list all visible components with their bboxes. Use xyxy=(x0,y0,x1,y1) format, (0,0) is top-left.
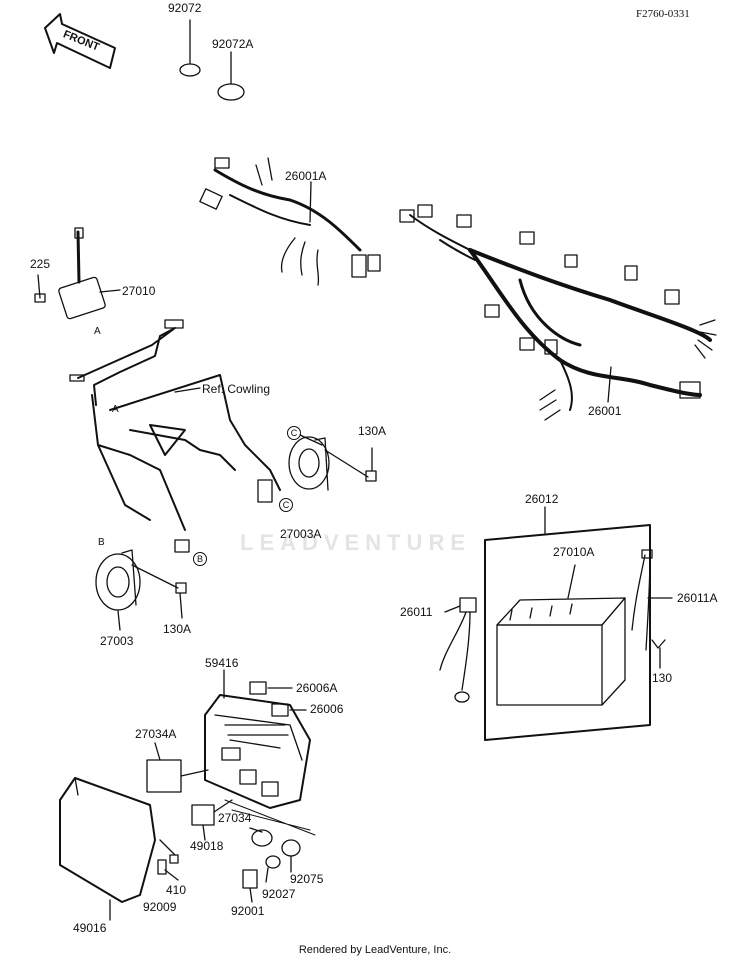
part-26011A[interactable]: 26011A xyxy=(677,591,718,605)
part-26011[interactable]: 26011 xyxy=(400,605,433,619)
ref-letter-b1: B xyxy=(98,537,105,548)
part-27034[interactable]: 27034 xyxy=(218,811,252,825)
part-27003[interactable]: 27003 xyxy=(100,634,134,648)
cover-49016 xyxy=(59,777,179,921)
part-49016[interactable]: 49016 xyxy=(73,921,107,935)
part-92027[interactable]: 92027 xyxy=(262,887,296,901)
part-26006A[interactable]: 26006A xyxy=(296,681,338,695)
part-27010A[interactable]: 27010A xyxy=(553,545,595,559)
main-harness-26001 xyxy=(399,204,717,421)
horn-27003A xyxy=(288,434,377,491)
circlip-92072 xyxy=(179,19,201,77)
part-27010[interactable]: 27010 xyxy=(122,284,156,298)
footer-credit: Rendered by LeadVenture, Inc. xyxy=(298,944,452,956)
ref-letter-c2: C xyxy=(279,498,293,512)
battery-frame-26012 xyxy=(484,506,651,741)
part-59416[interactable]: 59416 xyxy=(205,656,239,670)
part-26012[interactable]: 26012 xyxy=(525,492,559,506)
part-92075[interactable]: 92075 xyxy=(290,872,324,886)
relay-27034 xyxy=(249,827,273,847)
figure-id: F2760-0331 xyxy=(636,8,690,20)
ref-letter-b2: B xyxy=(193,552,207,566)
part-225[interactable]: 225 xyxy=(30,257,51,271)
part-130A-bottom[interactable]: 130A xyxy=(163,622,192,636)
ref-letter-c1: C xyxy=(287,426,301,440)
part-92072[interactable]: 92072 xyxy=(168,1,202,15)
part-92009[interactable]: 92009 xyxy=(143,900,177,914)
grommet-92075 xyxy=(281,839,301,873)
part-26001A[interactable]: 26001A xyxy=(285,169,327,183)
part-27003A[interactable]: 27003A xyxy=(280,527,322,541)
part-49018[interactable]: 49018 xyxy=(190,839,224,853)
front-arrow-icon xyxy=(44,13,116,69)
ref-cowling-note: Ref. Cowling xyxy=(202,382,271,396)
part-26006[interactable]: 26006 xyxy=(310,702,344,716)
part-130A-top[interactable]: 130A xyxy=(358,424,387,438)
cable-26011 xyxy=(439,597,477,703)
relay-27034A xyxy=(146,742,209,793)
relay-27010 xyxy=(34,227,121,320)
junction-box-59416 xyxy=(204,669,311,809)
part-26001[interactable]: 26001 xyxy=(588,404,622,418)
circlip-92072A xyxy=(217,51,245,101)
bolt-92001 xyxy=(242,869,258,903)
part-92072A[interactable]: 92072A xyxy=(212,37,254,51)
cowling-bracket xyxy=(69,319,281,553)
ref-letter-a2: A xyxy=(112,404,119,415)
part-27034A[interactable]: 27034A xyxy=(135,727,177,741)
watermark: LEADVENTURE xyxy=(240,530,472,555)
sub-harness-26001A xyxy=(199,157,381,286)
horn-27003 xyxy=(95,549,187,631)
ref-letter-a1: A xyxy=(94,326,101,337)
part-410[interactable]: 410 xyxy=(166,883,187,897)
collar-92027 xyxy=(265,855,281,883)
part-92001[interactable]: 92001 xyxy=(231,904,265,918)
cable-26011A xyxy=(631,549,673,669)
part-130[interactable]: 130 xyxy=(652,671,673,685)
